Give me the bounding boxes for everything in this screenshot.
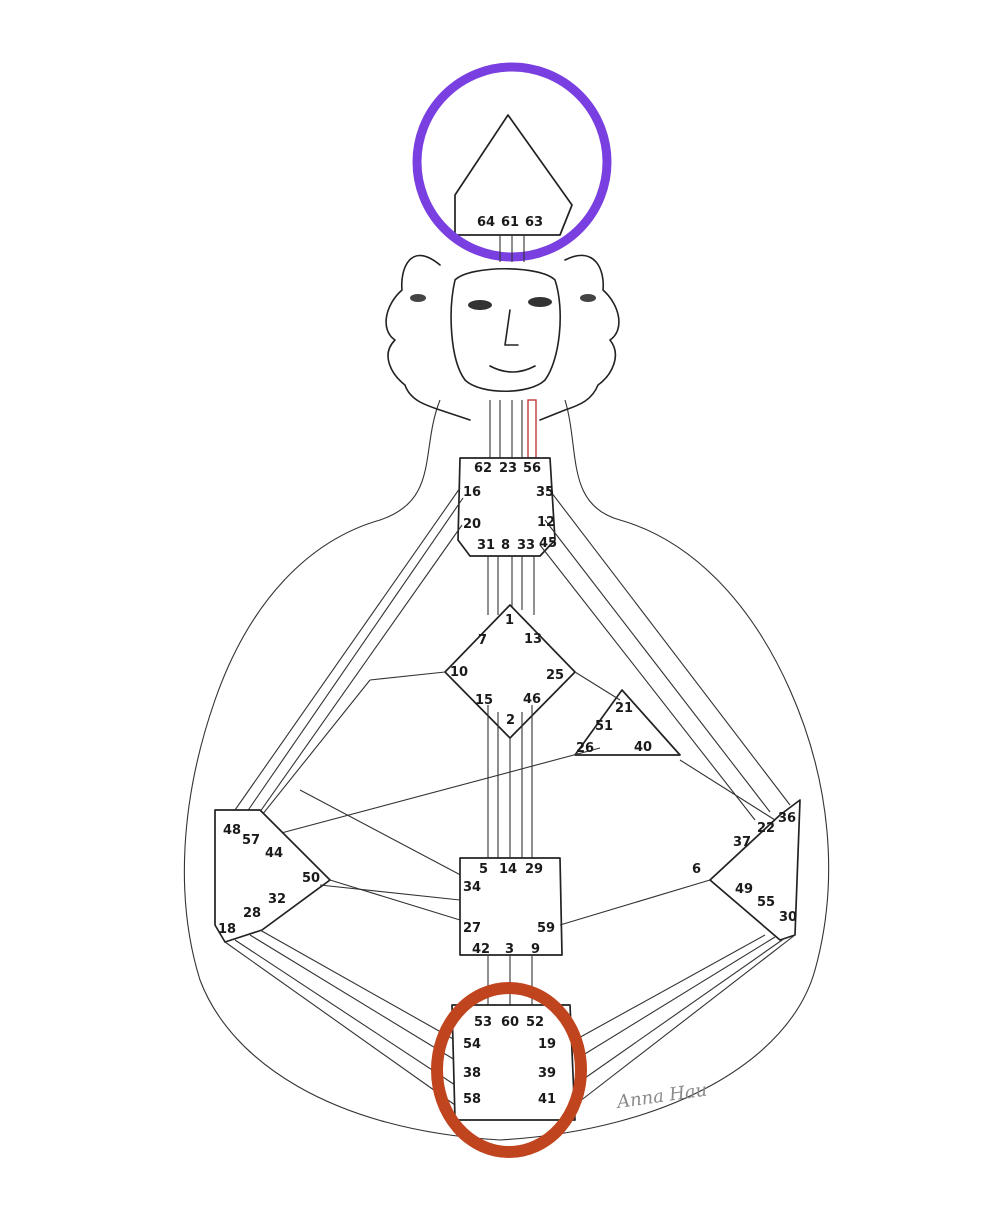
gate-label: 3: [505, 942, 514, 957]
eye-right: [528, 297, 552, 307]
gate-label: 38: [463, 1066, 481, 1081]
gate-label: 42: [472, 942, 490, 957]
throat-channel-highlight: [527, 399, 537, 459]
heart-center: [574, 689, 681, 756]
gate-label: 16: [463, 485, 481, 500]
gate-label: 50: [302, 871, 320, 886]
sacral-center: [459, 857, 563, 956]
root-center: [451, 1004, 576, 1121]
gate-labels: 64 61 63 62 23 56 16 35 20 12 31 8 33 45…: [218, 215, 797, 1107]
eye-right-side: [580, 294, 596, 302]
gate-label: 33: [517, 538, 535, 553]
gate-label: 18: [218, 922, 236, 937]
gate-label: 7: [478, 633, 487, 648]
gate-label: 52: [526, 1015, 544, 1030]
gate-label: 9: [531, 942, 540, 957]
nose: [504, 309, 519, 346]
gate-label: 41: [538, 1092, 556, 1107]
gate-label: 63: [525, 215, 543, 230]
head-center: [454, 114, 573, 236]
gate-label: 8: [501, 538, 510, 553]
head-outline-right: [539, 254, 620, 421]
gate-label: 23: [499, 461, 517, 476]
gate-label: 2: [506, 713, 515, 728]
head-ajna-channels: [499, 235, 525, 262]
cross-channels: [249, 671, 776, 881]
gate-label: 19: [538, 1037, 556, 1052]
gate-label: 44: [265, 846, 283, 861]
gate-label: 58: [463, 1092, 481, 1107]
gate-label: 1: [505, 613, 514, 628]
gate-label: 29: [525, 862, 543, 877]
gate-label: 26: [576, 741, 594, 756]
gate-label: 31: [477, 538, 495, 553]
gate-label: 5: [479, 862, 488, 877]
gate-label: 20: [463, 517, 481, 532]
gate-label: 12: [537, 515, 555, 530]
gate-label: 30: [779, 910, 797, 925]
gate-label: 61: [501, 215, 519, 230]
gate-label: 32: [268, 892, 286, 907]
face-center: [450, 268, 561, 393]
gate-label: 37: [733, 835, 751, 850]
ajna-throat-channels: [489, 400, 523, 458]
gate-label: 62: [474, 461, 492, 476]
gate-label: 35: [536, 485, 554, 500]
gate-label: 10: [450, 665, 468, 680]
head-outline: [385, 254, 471, 421]
solar-plexus-center: [709, 799, 801, 941]
gate-label: 46: [523, 692, 541, 707]
gate-label: 25: [546, 668, 564, 683]
gate-label: 14: [499, 862, 517, 877]
lower-channels: [224, 879, 796, 1106]
gate-label: 55: [757, 895, 775, 910]
gate-label: 40: [634, 740, 652, 755]
gate-label: 34: [463, 880, 481, 895]
gate-label: 45: [539, 536, 557, 551]
gate-label: 64: [477, 215, 495, 230]
root-highlight-circle: [431, 982, 587, 1158]
eye-left-side: [410, 294, 426, 302]
gate-label: 57: [242, 833, 260, 848]
gate-label: 53: [474, 1015, 492, 1030]
arm-channels: [227, 487, 791, 827]
spleen-center: [214, 809, 331, 943]
gate-label: 15: [475, 693, 493, 708]
gate-label: 27: [463, 921, 481, 936]
throat-g-channels: [487, 556, 535, 615]
g-sacral-channels: [487, 705, 533, 860]
gate-label: 36: [778, 811, 796, 826]
gate-label: 59: [537, 921, 555, 936]
gate-label: 48: [223, 823, 241, 838]
gate-label: 28: [243, 906, 261, 921]
gate-label: 21: [615, 701, 633, 716]
gate-label: 49: [735, 882, 753, 897]
body-outline: [183, 399, 830, 1141]
gate-label: 51: [595, 719, 613, 734]
gate-label: 56: [523, 461, 541, 476]
throat-center: [457, 457, 556, 557]
gate-label: 60: [501, 1015, 519, 1030]
gate-label: 54: [463, 1037, 481, 1052]
eye-left: [468, 300, 492, 310]
gate-label: 22: [757, 821, 775, 836]
gate-label: 39: [538, 1066, 556, 1081]
mouth: [489, 365, 536, 373]
gate-label: 6: [692, 862, 701, 877]
gate-label: 13: [524, 632, 542, 647]
